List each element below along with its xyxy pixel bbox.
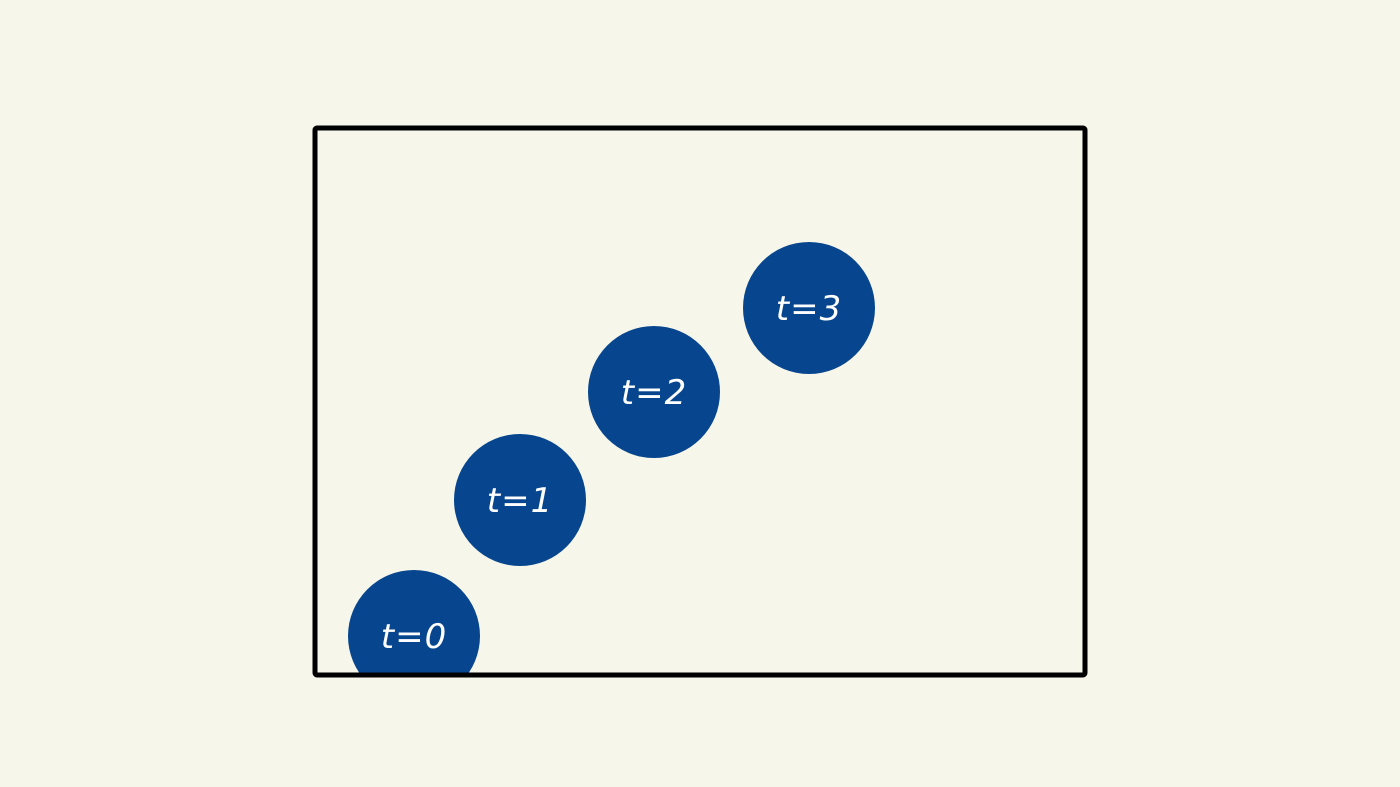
ball-label: t=2 xyxy=(621,373,687,413)
ball-label: t=0 xyxy=(381,617,447,657)
ball-label: t=3 xyxy=(776,289,842,329)
ball-t0: t=0 xyxy=(348,570,480,675)
ball-t2: t=2 xyxy=(588,326,720,458)
ball-circle xyxy=(348,570,480,675)
balls-group: t=0 t=1 t=2 t=3 xyxy=(348,242,875,675)
ball-t1: t=1 xyxy=(454,434,586,566)
ball-circle xyxy=(743,242,875,374)
container-box xyxy=(312,125,1088,678)
ball-label: t=1 xyxy=(487,481,553,521)
ball-circle xyxy=(588,326,720,458)
ball-circle xyxy=(454,434,586,566)
ball-t3: t=3 xyxy=(743,242,875,374)
